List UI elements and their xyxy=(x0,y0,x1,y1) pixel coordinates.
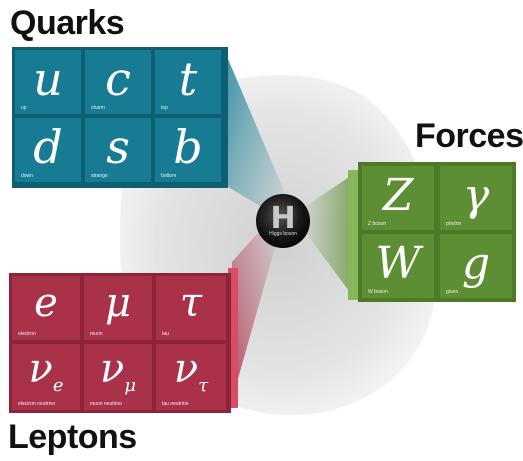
quark-symbol: d xyxy=(33,120,63,174)
lepton-symbol: τ xyxy=(179,280,203,326)
neutrino-cell-tau: ντ tau neutrino xyxy=(156,344,226,410)
forces-title: Forces xyxy=(415,117,523,155)
quark-symbol: s xyxy=(106,120,130,174)
quark-cell-bottom: b bottom xyxy=(155,118,221,182)
forces-panel-side xyxy=(348,170,358,300)
lepton-symbol: μ xyxy=(105,280,131,326)
force-symbol: γ xyxy=(462,170,490,221)
lepton-cell-electron: e electron xyxy=(12,276,80,340)
quark-caption: top xyxy=(161,105,168,111)
higgs-sphere xyxy=(256,194,310,248)
quarks-title: Quarks xyxy=(10,4,125,42)
force-cell-z: Z Z boson xyxy=(362,166,434,230)
quark-cell-charm: c charm xyxy=(85,50,151,114)
lepton-cell-muon: μ muon xyxy=(84,276,152,340)
lepton-caption: tau xyxy=(162,331,169,337)
neutrino-caption: tau neutrino xyxy=(162,401,189,407)
force-caption: photon xyxy=(446,221,462,227)
force-caption: Z boson xyxy=(368,221,387,227)
quark-cell-top: t top xyxy=(155,50,221,114)
lepton-caption: electron xyxy=(18,331,36,337)
quark-caption: strange xyxy=(91,173,108,179)
quark-cell-down: d down xyxy=(15,118,81,182)
neutrino-symbol: ντ xyxy=(173,346,209,396)
leptons-panel-side xyxy=(228,268,238,408)
neutrino-caption: electron neutrino xyxy=(18,401,56,407)
force-beam xyxy=(300,175,352,295)
quark-symbol: c xyxy=(105,52,131,106)
force-caption: W boson xyxy=(368,289,388,295)
leptons-title: Leptons xyxy=(8,418,137,456)
quark-cell-strange: s strange xyxy=(85,118,151,182)
quark-caption: charm xyxy=(91,105,105,111)
lepton-caption: muon xyxy=(90,331,103,337)
force-cell-gluon: g gluon xyxy=(440,234,512,298)
higgs-caption: Higgs boson xyxy=(269,231,297,237)
quark-caption: down xyxy=(21,173,33,179)
neutrino-caption: muon neutrino xyxy=(90,401,122,407)
quark-symbol: t xyxy=(178,52,198,106)
force-symbol: g xyxy=(461,238,491,289)
neutrino-cell-muon: νμ muon neutrino xyxy=(84,344,152,410)
quark-caption: up xyxy=(21,105,27,111)
quark-beam xyxy=(225,52,290,215)
force-cell-w: W W boson xyxy=(362,234,434,298)
quark-cell-up: u up xyxy=(15,50,81,114)
higgs-symbol: H xyxy=(270,201,296,236)
neutrino-symbol: νμ xyxy=(99,346,137,396)
lepton-cell-tau: τ tau xyxy=(156,276,226,340)
lepton-symbol: e xyxy=(34,280,58,326)
quark-caption: bottom xyxy=(161,173,177,179)
quark-symbol: u xyxy=(33,52,63,106)
force-symbol: W xyxy=(375,238,421,289)
force-cell-photon: γ photon xyxy=(440,166,512,230)
quark-symbol: b xyxy=(173,120,203,174)
neutrino-symbol: νe xyxy=(28,346,64,396)
neutrino-cell-electron: νe electron neutrino xyxy=(12,344,80,410)
force-symbol: Z xyxy=(382,170,414,221)
lepton-beam xyxy=(232,225,280,400)
force-caption: gluon xyxy=(446,289,459,295)
